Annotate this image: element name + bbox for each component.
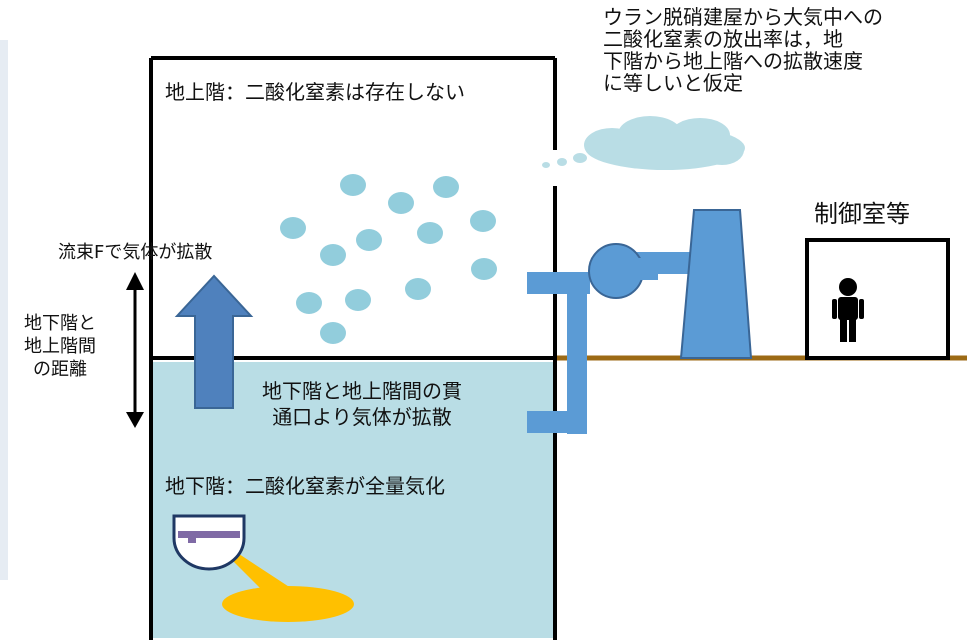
vertical-distance-arrow — [126, 272, 144, 428]
control-room-label: 制御室等 — [814, 200, 910, 228]
gas-particle — [340, 174, 366, 196]
release-assumption-label: ウラン脱硝建屋から大気中への 二酸化窒素の放出率は，地 下階から地上階への拡散速… — [603, 5, 883, 95]
gas-particle — [433, 176, 459, 198]
flux-label: 流束Fで気体が拡散 — [58, 242, 213, 263]
gas-particle — [356, 229, 382, 251]
liquid-spill-icon — [222, 552, 354, 622]
underground-label: 地下階：二酸化窒素が全量気化 — [165, 474, 445, 498]
control-room-box — [805, 238, 950, 360]
aboveground-label: 地上階：二酸化窒素は存在しない — [165, 80, 465, 104]
gas-particle — [405, 278, 431, 300]
person-icon — [832, 278, 864, 342]
gas-particle — [320, 244, 346, 266]
gas-particles — [280, 174, 497, 344]
opening-label: 地下階と地上階間の貫 通口より気体が拡散 — [262, 379, 462, 429]
upward-diffusion-arrow — [174, 274, 254, 409]
vessel-icon — [172, 514, 246, 571]
exhaust-stack-icon — [679, 209, 753, 359]
distance-label: 地下階と 地上階間 の距離 — [24, 313, 96, 380]
gas-particle — [471, 258, 497, 280]
exhaust-fan-icon — [588, 243, 658, 299]
gas-particle — [345, 289, 371, 311]
atmosphere-cloud-icon — [584, 116, 745, 170]
gas-particle — [296, 292, 322, 314]
gas-particle — [320, 322, 346, 344]
gas-particle — [470, 210, 496, 232]
gas-particle — [280, 217, 306, 239]
gas-particle — [417, 222, 443, 244]
cloud-puffs — [542, 153, 587, 168]
gas-particle — [388, 192, 414, 214]
left-edge-strip — [0, 40, 8, 580]
